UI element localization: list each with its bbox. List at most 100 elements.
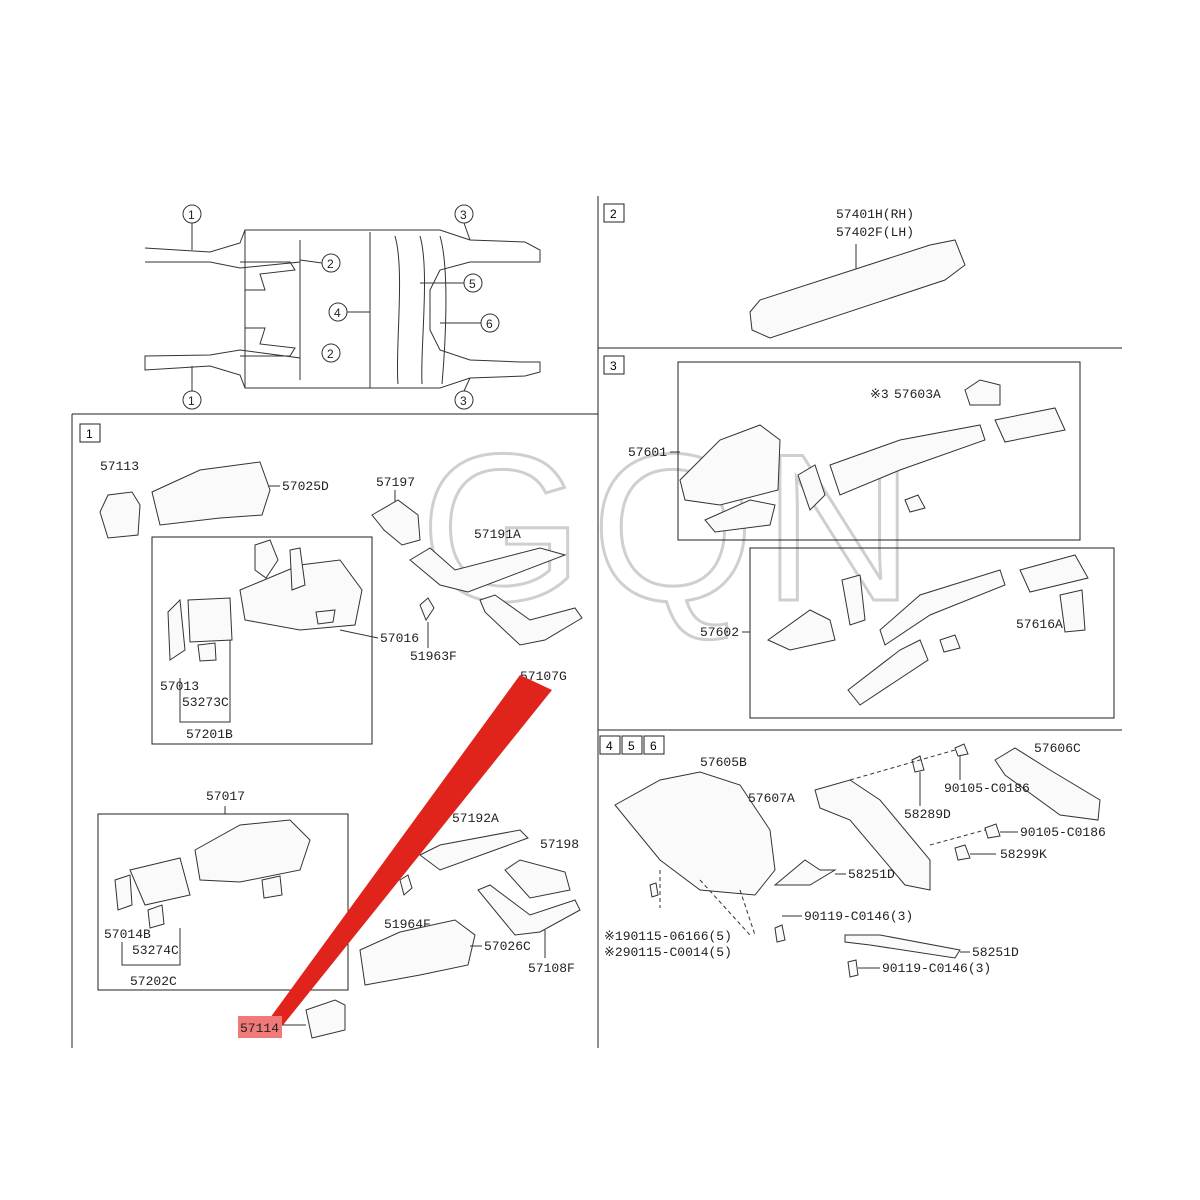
label-note-1-90115-06166: ※190115-06166(5) — [604, 929, 732, 944]
group-box-57201B — [151, 536, 373, 745]
label-57016: 57016 — [380, 631, 419, 646]
part-57602-d — [847, 639, 929, 706]
part-57601-a — [679, 424, 781, 506]
group-box-57601 — [677, 361, 1081, 541]
part-57601-d — [829, 424, 986, 496]
bolt-90105-b — [984, 823, 1001, 839]
label-51963F: 51963F — [410, 649, 457, 664]
part-57606C — [994, 747, 1101, 821]
part-plate — [187, 597, 233, 643]
overview-marker-2-bottom: 2 — [327, 347, 334, 361]
section-2-marker: 2 — [610, 207, 617, 221]
part-clip-b — [261, 875, 283, 899]
bolt-90119-b — [847, 959, 859, 978]
label-58299K: 58299K — [1000, 847, 1047, 862]
part-bracket-b — [289, 547, 306, 591]
underbody-overview: 1 2 3 4 5 6 2 1 3 — [144, 204, 541, 410]
section-1-marker: 1 — [86, 427, 93, 441]
section-3: 3 ※3 57603A 57601 57602 57616A — [603, 355, 1115, 719]
part-clip-c — [904, 494, 926, 513]
label-58251D-a: 58251D — [848, 867, 895, 882]
label-57601: 57601 — [628, 445, 667, 460]
label-90105-C0186-a: 90105-C0186 — [944, 781, 1030, 796]
label-57602: 57602 — [700, 625, 739, 640]
bolt-90115 — [649, 882, 659, 898]
section-456-marker-6: 6 — [650, 739, 657, 753]
highlight-pointer — [270, 675, 552, 1025]
part-51963F — [419, 597, 435, 622]
label-57198: 57198 — [540, 837, 579, 852]
highlight-label-box — [238, 1016, 282, 1038]
section-456: 4 5 6 57605B 57607A 57606C 90105-C0186 5… — [599, 735, 1106, 978]
part-57198 — [504, 859, 571, 899]
bolt-90105-a — [954, 743, 969, 757]
part-57197 — [371, 499, 421, 546]
label-57402F: 57402F(LH) — [836, 225, 914, 240]
part-57013 — [167, 598, 186, 661]
part-53273C — [197, 642, 217, 662]
overview-marker-3-bottom: 3 — [460, 394, 467, 408]
label-57192A: 57192A — [452, 811, 499, 826]
overview-marker-3-top: 3 — [460, 208, 467, 222]
section-456-marker-5: 5 — [628, 739, 635, 753]
group-box-57202C — [97, 813, 349, 991]
section-2: 2 57401H(RH) 57402F(LH) — [603, 203, 966, 339]
label-57107G: 57107G — [520, 669, 567, 684]
label-57616A: 57616A — [1016, 617, 1063, 632]
part-58251D-a — [773, 859, 837, 886]
part-57605B — [614, 771, 776, 896]
part-57601-c — [797, 464, 826, 511]
section-456-marker-4: 4 — [606, 739, 613, 753]
part-58299K — [954, 844, 971, 861]
label-90105-C0186-b: 90105-C0186 — [1020, 825, 1106, 840]
label-58289D: 58289D — [904, 807, 951, 822]
label-58251D-b: 58251D — [972, 945, 1019, 960]
label-57201B: 57201B — [186, 727, 233, 742]
part-57192A — [419, 829, 529, 871]
label-57603A: 57603A — [894, 387, 941, 402]
label-57026C: 57026C — [484, 939, 531, 954]
part-57017 — [194, 819, 311, 883]
label-53273C: 53273C — [182, 695, 229, 710]
section-3-marker: 3 — [610, 359, 617, 373]
part-57602-b — [841, 574, 866, 626]
part-57607A — [814, 779, 931, 891]
overview-marker-1-bottom: 1 — [188, 394, 195, 408]
label-57025D: 57025D — [282, 479, 329, 494]
part-51964F — [399, 874, 413, 896]
part-bracket-c — [129, 857, 191, 906]
label-57113: 57113 — [100, 459, 139, 474]
label-57108F: 57108F — [528, 961, 575, 976]
part-58289D — [911, 755, 925, 773]
label-57197: 57197 — [376, 475, 415, 490]
label-90119-C0146-a: 90119-C0146(3) — [804, 909, 913, 924]
label-90119-C0146-b: 90119-C0146(3) — [882, 961, 991, 976]
label-57401H: 57401H(RH) — [836, 207, 914, 222]
overview-marker-4: 4 — [334, 306, 341, 320]
label-57606C: 57606C — [1034, 741, 1081, 756]
part-57601-e — [994, 407, 1066, 443]
label-57014B: 57014B — [104, 927, 151, 942]
overview-marker-2-top: 2 — [327, 257, 334, 271]
label-note-3: ※3 — [870, 387, 889, 402]
part-57108F — [477, 884, 581, 936]
label-57202C: 57202C — [130, 974, 177, 989]
overview-marker-1-top: 1 — [188, 208, 195, 222]
bolt-90119-a — [774, 924, 786, 943]
part-53274C — [147, 904, 165, 929]
label-57017: 57017 — [206, 789, 245, 804]
part-57616A — [1019, 554, 1089, 593]
label-57114: 57114 — [240, 1021, 279, 1036]
part-57014B — [114, 874, 133, 911]
part-57114 — [305, 999, 346, 1039]
part-clip-d — [939, 634, 961, 653]
label-57191A: 57191A — [474, 527, 521, 542]
overview-marker-5: 5 — [469, 277, 476, 291]
part-57602-c — [879, 569, 1006, 646]
part-rocker — [749, 239, 966, 339]
group-box-57602 — [749, 547, 1115, 719]
section-1-lower: 57017 57014B 53274C 57202C 57192A 57198 … — [97, 789, 581, 1039]
part-57602-a — [767, 609, 836, 651]
overview-marker-6: 6 — [486, 317, 493, 331]
part-bracket-a — [254, 539, 279, 579]
